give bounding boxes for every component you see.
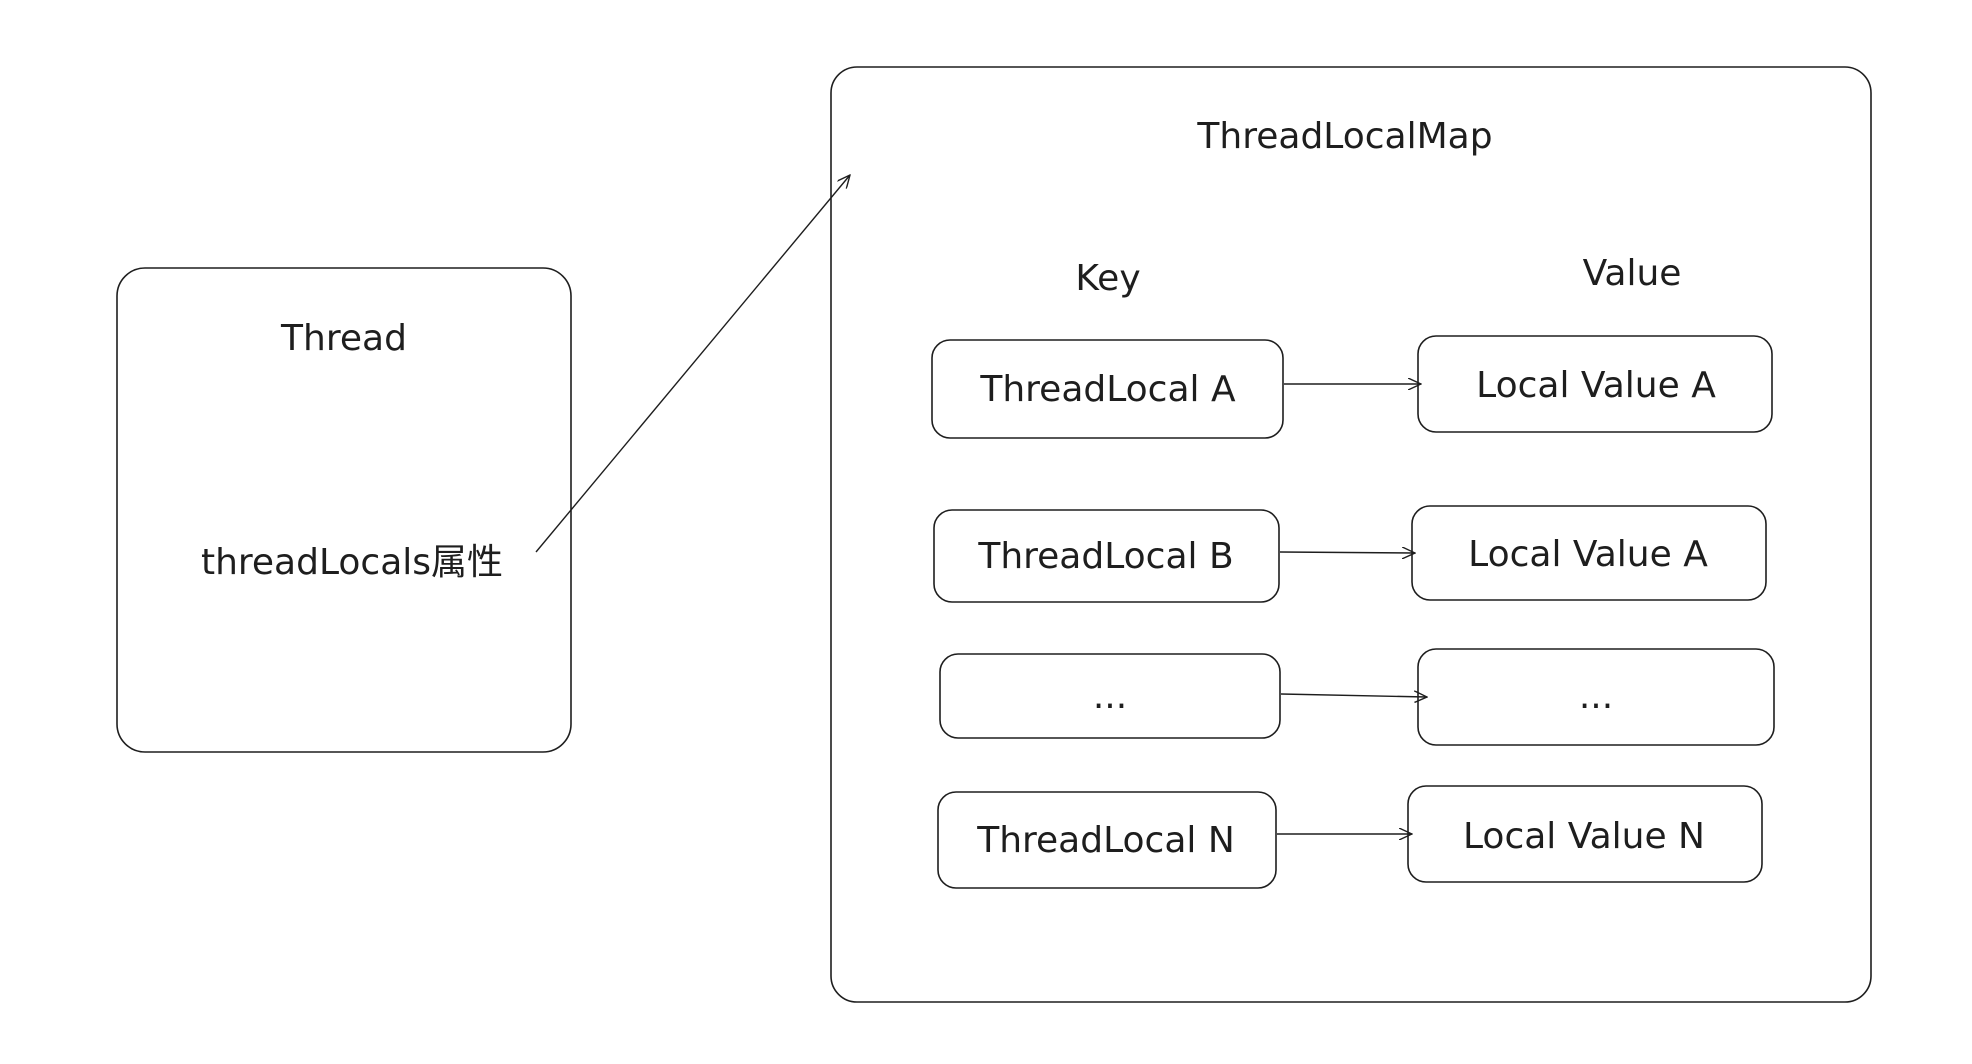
value-label: Local Value A: [1476, 365, 1716, 406]
thread-locals-attribute: threadLocals属性: [201, 542, 503, 583]
map-entry-row: ThreadLocal N Local Value N: [937, 785, 1763, 889]
map-entry-row: ThreadLocal A Local Value A: [931, 335, 1773, 439]
thread-to-map-arrow: [535, 175, 850, 553]
key-label: ...: [1093, 676, 1127, 717]
value-box: [1417, 335, 1773, 433]
entry-arrow: [1280, 694, 1427, 697]
value-box: [1417, 648, 1775, 746]
key-label: ThreadLocal A: [979, 369, 1236, 410]
map-entry-row: ... ...: [939, 648, 1775, 746]
value-label: ...: [1579, 676, 1613, 717]
key-box: [939, 653, 1281, 739]
entry-arrow: [1279, 552, 1415, 553]
map-title: ThreadLocalMap: [1196, 116, 1492, 157]
key-label: ThreadLocal N: [976, 820, 1235, 861]
map-entry-row: ThreadLocal B Local Value A: [933, 505, 1767, 603]
thread-title: Thread: [280, 318, 407, 359]
value-box: [1407, 785, 1763, 883]
value-label: Local Value N: [1463, 816, 1705, 857]
key-label: ThreadLocal B: [977, 536, 1233, 577]
value-label: Local Value A: [1468, 534, 1708, 575]
value-box: [1411, 505, 1767, 601]
key-column-header: Key: [1075, 258, 1140, 299]
key-box: [937, 791, 1277, 889]
key-box: [933, 509, 1280, 603]
thread-box: Thread threadLocals属性: [116, 267, 572, 753]
threadlocalmap-box: ThreadLocalMap Key Value: [830, 66, 1872, 1003]
key-box: [931, 339, 1284, 439]
value-column-header: Value: [1583, 253, 1682, 294]
